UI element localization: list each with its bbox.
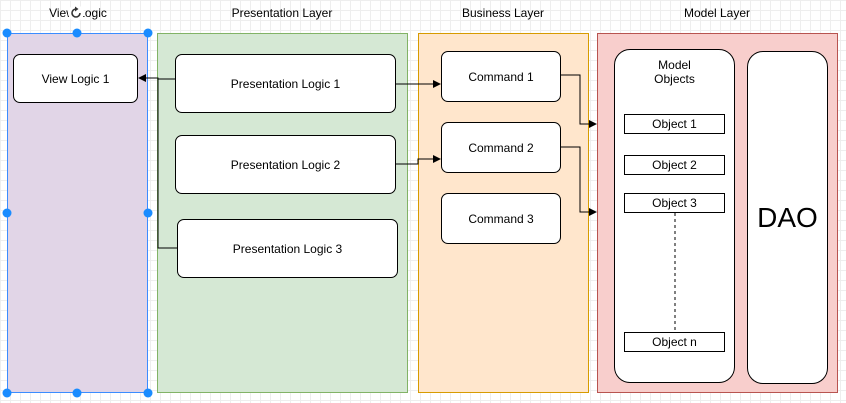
lane-title-presentation: Presentation Layer bbox=[231, 6, 333, 20]
resize-handle-bottom-right[interactable] bbox=[143, 388, 153, 398]
resize-handle-bottom-left[interactable] bbox=[2, 388, 12, 398]
model-objects-title: Model Objects bbox=[654, 58, 695, 86]
object-n-box[interactable]: Object n bbox=[624, 332, 725, 352]
lane-title-business: Business Layer bbox=[461, 6, 545, 20]
edge-command2-to-model bbox=[561, 146, 597, 216]
resize-handle-left[interactable] bbox=[2, 208, 12, 218]
view-logic-1-node[interactable]: View Logic 1 bbox=[13, 54, 138, 103]
command-1-node[interactable]: Command 1 bbox=[441, 51, 561, 102]
resize-handle-top-right[interactable] bbox=[143, 28, 153, 38]
rotate-icon[interactable] bbox=[68, 5, 84, 21]
object-1-box[interactable]: Object 1 bbox=[624, 114, 725, 134]
edge-presentation2-to-command2 bbox=[396, 155, 441, 165]
object-2-box[interactable]: Object 2 bbox=[624, 155, 725, 175]
presentation-logic-2-node[interactable]: Presentation Logic 2 bbox=[175, 135, 396, 194]
edge-presentation1-to-view1 bbox=[138, 74, 175, 82]
resize-handle-top-left[interactable] bbox=[2, 28, 12, 38]
resize-handle-top[interactable] bbox=[72, 28, 82, 38]
command-3-node[interactable]: Command 3 bbox=[441, 193, 561, 244]
object-3-box[interactable]: Object 3 bbox=[624, 193, 725, 213]
edge-presentation3-to-view1 bbox=[157, 79, 177, 249]
lane-title-model: Model Layer bbox=[683, 6, 751, 20]
command-2-node[interactable]: Command 2 bbox=[441, 122, 561, 173]
presentation-logic-3-node[interactable]: Presentation Logic 3 bbox=[177, 219, 398, 278]
resize-handle-bottom[interactable] bbox=[72, 388, 82, 398]
resize-handle-right[interactable] bbox=[143, 208, 153, 218]
edge-command1-to-model bbox=[561, 74, 597, 128]
dao-container[interactable]: DAO bbox=[747, 51, 828, 384]
presentation-logic-1-node[interactable]: Presentation Logic 1 bbox=[175, 54, 396, 113]
dao-label: DAO bbox=[757, 201, 818, 233]
